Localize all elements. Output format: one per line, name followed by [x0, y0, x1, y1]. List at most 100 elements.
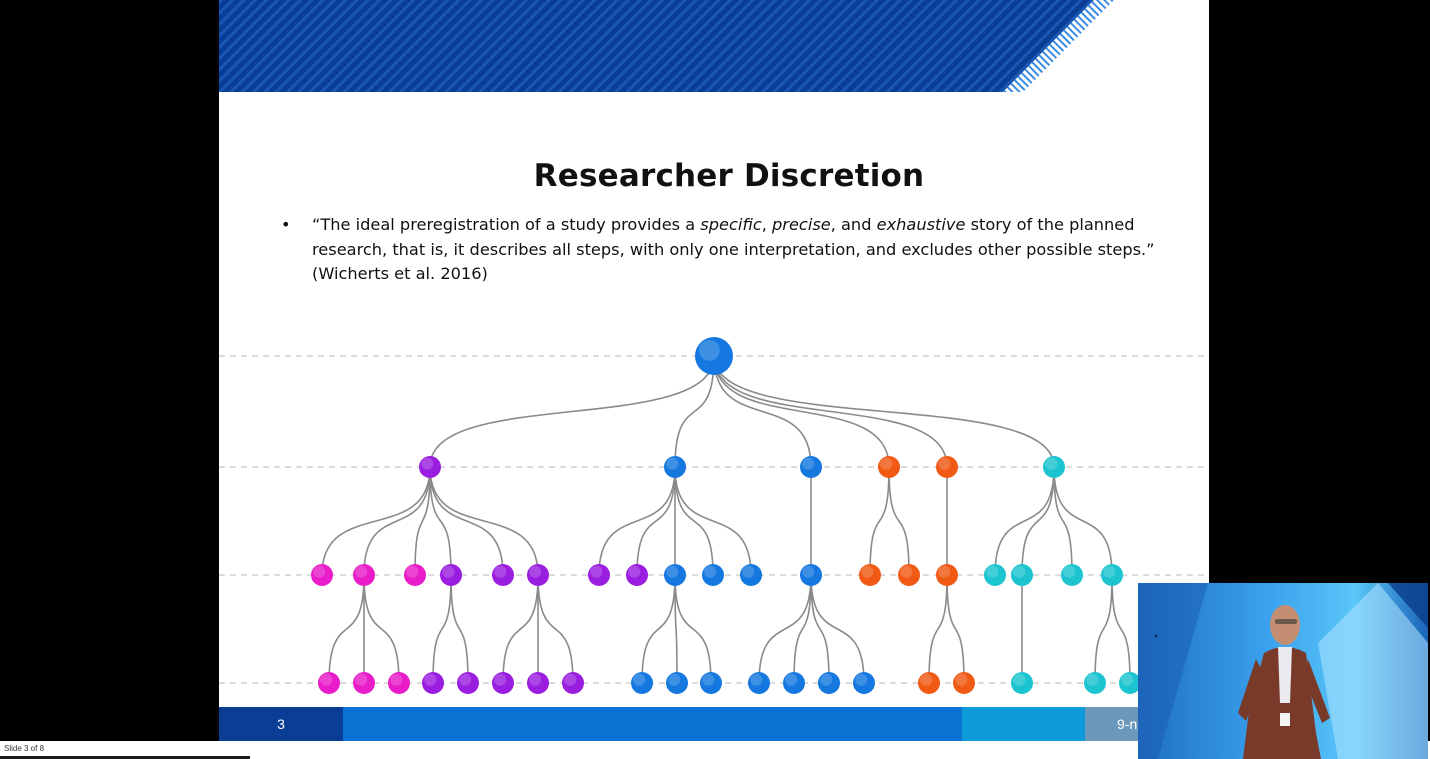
tree-edge: [1111, 574, 1131, 684]
tree-edge: [810, 574, 830, 684]
tree-node-highlight: [666, 457, 679, 470]
tree-edge: [636, 466, 676, 576]
tree-node: [1101, 564, 1123, 586]
quote-separator-2: , and: [830, 215, 877, 234]
tree-node-highlight: [406, 565, 419, 578]
tree-edge: [429, 466, 539, 576]
tree-node: [1119, 672, 1141, 694]
tree-node: [318, 672, 340, 694]
bullet-marker: •: [281, 215, 291, 234]
tree-node: [853, 672, 875, 694]
tree-node-highlight: [668, 673, 681, 686]
footer-segment-mid: [343, 707, 962, 741]
tree-edge: [928, 574, 948, 684]
tree-node: [527, 564, 549, 586]
tree-edge: [674, 574, 712, 684]
tree-node-highlight: [1013, 673, 1026, 686]
tree-node-highlight: [986, 565, 999, 578]
tree-node: [626, 564, 648, 586]
tree-node-highlight: [1086, 673, 1099, 686]
tree-node-highlight: [424, 673, 437, 686]
tree-node: [457, 672, 479, 694]
tree-node: [492, 564, 514, 586]
tree-node: [404, 564, 426, 586]
tree-node-highlight: [900, 565, 913, 578]
tree-node-highlight: [802, 457, 815, 470]
slide-footer: 3 9-n: [219, 707, 1209, 741]
tree-node: [783, 672, 805, 694]
tree-root-node: [695, 337, 733, 375]
tree-node: [353, 672, 375, 694]
tree-node: [388, 672, 410, 694]
status-bar: Slide 3 of 8: [0, 741, 1430, 759]
tree-node-highlight: [702, 673, 715, 686]
tree-node: [936, 564, 958, 586]
tree-node: [1011, 672, 1033, 694]
tree-edge: [1094, 574, 1113, 684]
tree-node: [740, 564, 762, 586]
tree-node: [666, 672, 688, 694]
tree-node: [878, 456, 900, 478]
presentation-slide: Researcher Discretion • “The ideal prere…: [219, 0, 1209, 741]
tree-edge: [713, 355, 948, 468]
tree-edge: [537, 574, 574, 684]
tree-node-highlight: [628, 565, 641, 578]
quote-emphasis-precise: precise: [772, 215, 831, 234]
footer-segment-dark: [219, 707, 343, 741]
tree-node-highlight: [1013, 565, 1026, 578]
tree-node: [1084, 672, 1106, 694]
tree-node: [918, 672, 940, 694]
tree-edge: [1021, 466, 1055, 576]
tree-node-highlight: [1045, 457, 1058, 470]
tree-node: [800, 564, 822, 586]
tree-node: [631, 672, 653, 694]
quote-emphasis-specific: specific: [700, 215, 762, 234]
tree-edge: [869, 466, 890, 576]
tree-edge: [363, 574, 400, 684]
tree-edge: [432, 574, 452, 684]
tree-edge: [363, 466, 431, 576]
slide-title: Researcher Discretion: [533, 158, 925, 194]
tree-node: [562, 672, 584, 694]
tree-node: [898, 564, 920, 586]
tree-edge: [793, 574, 812, 684]
decision-tree-diagram: [219, 337, 1209, 694]
footer-segment-light: [962, 707, 1085, 741]
tree-node-highlight: [880, 457, 893, 470]
tree-node-highlight: [1121, 673, 1134, 686]
tree-node: [1011, 564, 1033, 586]
tree-edge: [1053, 466, 1073, 576]
tree-edge: [674, 355, 715, 468]
header-band: [219, 0, 1114, 92]
tree-node: [588, 564, 610, 586]
tree-node: [527, 672, 549, 694]
tree-node: [953, 672, 975, 694]
tree-edge: [758, 574, 812, 684]
quote-part-1: “The ideal preregistration of a study pr…: [312, 215, 701, 234]
tree-node: [664, 564, 686, 586]
tree-node-highlight: [1103, 565, 1116, 578]
footer-slide-number: 3: [277, 716, 285, 732]
tree-node-highlight: [529, 565, 542, 578]
tree-node-highlight: [442, 565, 455, 578]
tree-node-highlight: [704, 565, 717, 578]
tree-edge: [450, 574, 469, 684]
tree-node-highlight: [313, 565, 326, 578]
tree-node: [311, 564, 333, 586]
tree-node-highlight: [955, 673, 968, 686]
tree-node: [800, 456, 822, 478]
speaker-webcam-video: [1138, 583, 1428, 759]
tree-edge: [1053, 466, 1113, 576]
tree-node: [748, 672, 770, 694]
tree-edge: [674, 574, 678, 684]
tree-node-highlight: [785, 673, 798, 686]
tree-node-highlight: [390, 673, 403, 686]
tree-edge: [641, 574, 676, 684]
tree-edge: [328, 574, 365, 684]
tree-node: [700, 672, 722, 694]
status-slide-counter: Slide 3 of 8: [4, 744, 45, 753]
tree-edge: [502, 574, 539, 684]
tree-node: [818, 672, 840, 694]
tree-node-highlight: [855, 673, 868, 686]
status-underline: [0, 756, 250, 759]
